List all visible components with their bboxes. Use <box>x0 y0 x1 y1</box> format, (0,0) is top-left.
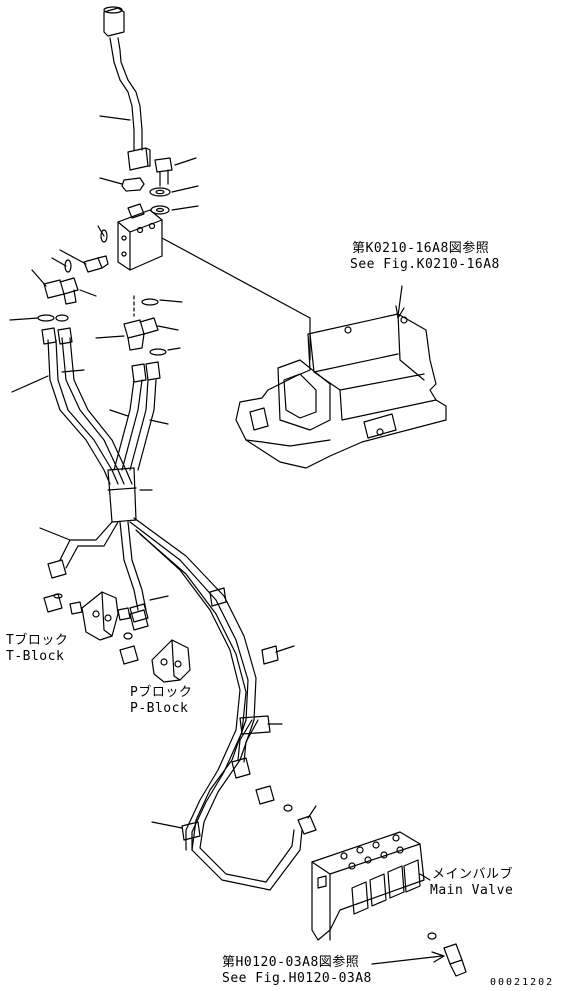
leader-line <box>9 317 39 321</box>
fitting <box>129 609 149 631</box>
adapter-fitting <box>231 757 251 779</box>
washer <box>150 205 170 215</box>
leader-line <box>31 269 47 287</box>
leader-line <box>161 237 311 319</box>
reference-arrow <box>397 285 403 317</box>
reference-arrowhead <box>395 305 405 319</box>
mainvalve-label-en: Main Valve <box>430 883 514 898</box>
leader-line <box>51 257 67 267</box>
ref-top-jp: 第K0210-16A8図参照 <box>352 241 490 256</box>
console-box <box>235 313 447 469</box>
leader-line <box>99 115 131 121</box>
fitting <box>129 603 149 623</box>
nut <box>121 177 145 192</box>
reference-arrow <box>371 955 443 965</box>
leader-line <box>275 645 295 653</box>
tblock-label-jp: Tブロック <box>6 633 69 648</box>
main-valve <box>311 831 425 941</box>
pilot-valve <box>117 203 163 271</box>
ref-bottom-en: See Fig.H0120-03A8 <box>222 971 372 986</box>
leader-line <box>11 375 49 393</box>
o-ring <box>283 804 293 812</box>
reference-arrowhead <box>431 951 445 963</box>
elbow-fitting <box>443 943 467 977</box>
leader-line <box>59 249 87 265</box>
o-ring <box>149 348 167 356</box>
o-ring <box>100 229 108 243</box>
lever-knob <box>103 6 125 37</box>
hose-assembly <box>47 337 303 891</box>
drawing-number: 00021202 <box>490 977 555 988</box>
t-block <box>69 591 131 641</box>
p-block <box>151 639 191 683</box>
o-ring <box>37 314 55 322</box>
elbow-fitting <box>297 815 317 835</box>
adapter-fitting <box>83 255 109 273</box>
o-ring <box>141 298 159 306</box>
washer <box>149 187 171 197</box>
leader-line <box>149 419 169 425</box>
leader-line <box>95 335 125 339</box>
leader-line <box>174 157 197 166</box>
leader-line <box>99 177 123 185</box>
lever-rod <box>109 37 151 171</box>
leader-line <box>171 205 199 211</box>
o-ring <box>123 632 133 640</box>
leader-line <box>79 289 97 297</box>
leader-line <box>39 527 71 541</box>
o-ring <box>55 314 69 322</box>
bolt <box>154 157 173 187</box>
leader-line <box>61 369 85 373</box>
fitting <box>43 593 63 613</box>
leader-line <box>157 325 179 331</box>
hose-fitting <box>41 327 161 383</box>
ref-bottom-jp: 第H0120-03A8図参照 <box>222 955 360 970</box>
fitting <box>119 645 139 665</box>
leader-line <box>159 299 183 303</box>
leader-line <box>167 347 181 351</box>
tblock-label-en: T-Block <box>6 649 65 664</box>
leader-line <box>109 409 129 417</box>
leader-line <box>171 185 199 193</box>
leader-line <box>151 821 183 829</box>
pblock-label-en: P-Block <box>130 701 189 716</box>
o-ring <box>427 932 437 940</box>
mainvalve-label-jp: メインバルブ <box>432 867 514 882</box>
pblock-label-jp: Pブロック <box>130 685 193 700</box>
fitting <box>47 559 67 579</box>
ref-top-en: See Fig.K0210-16A8 <box>350 257 500 272</box>
elbow-fitting <box>43 277 79 305</box>
adapter-fitting <box>255 785 275 805</box>
leader-line <box>97 225 105 237</box>
leader-line <box>307 805 317 819</box>
leader-line <box>149 595 169 601</box>
leader-line <box>419 873 431 881</box>
elbow-fitting <box>123 317 159 351</box>
